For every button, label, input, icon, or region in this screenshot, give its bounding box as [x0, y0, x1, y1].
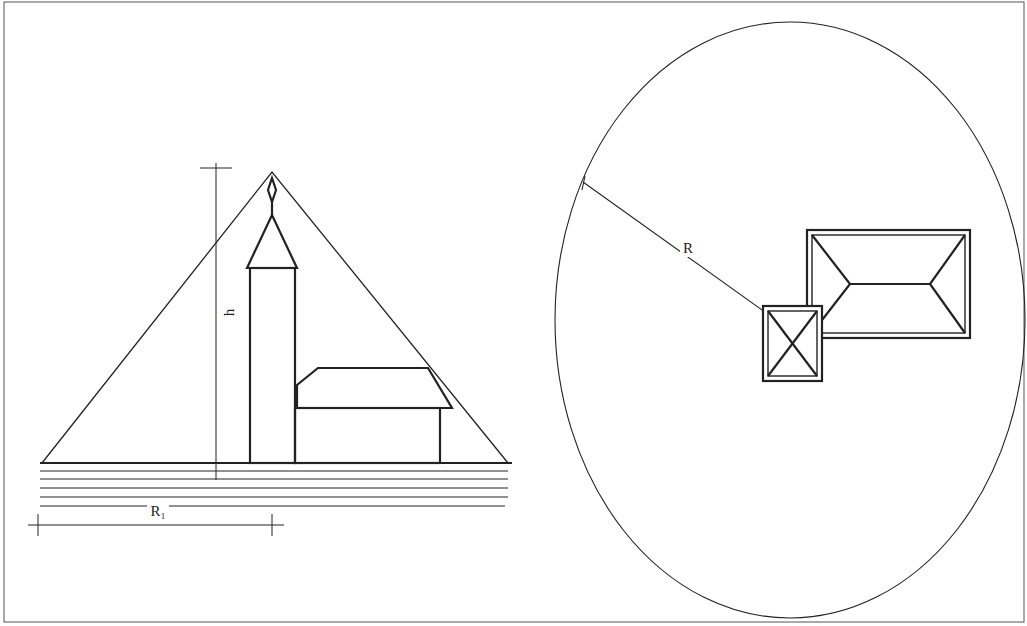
ground-lines	[40, 463, 512, 506]
tower-roof-plan	[763, 306, 822, 381]
nave-roof-plan	[807, 230, 970, 338]
church-nave	[295, 368, 452, 463]
frame	[4, 2, 1024, 622]
plan-radius-line	[582, 176, 790, 330]
height-dimension	[200, 163, 232, 480]
protection-cone	[42, 172, 508, 463]
height-label: h	[222, 305, 239, 319]
protection-zone-plan	[555, 22, 1025, 618]
radius-label: R₁	[147, 503, 168, 520]
radius-label: R	[680, 240, 696, 257]
church-tower	[247, 178, 297, 463]
